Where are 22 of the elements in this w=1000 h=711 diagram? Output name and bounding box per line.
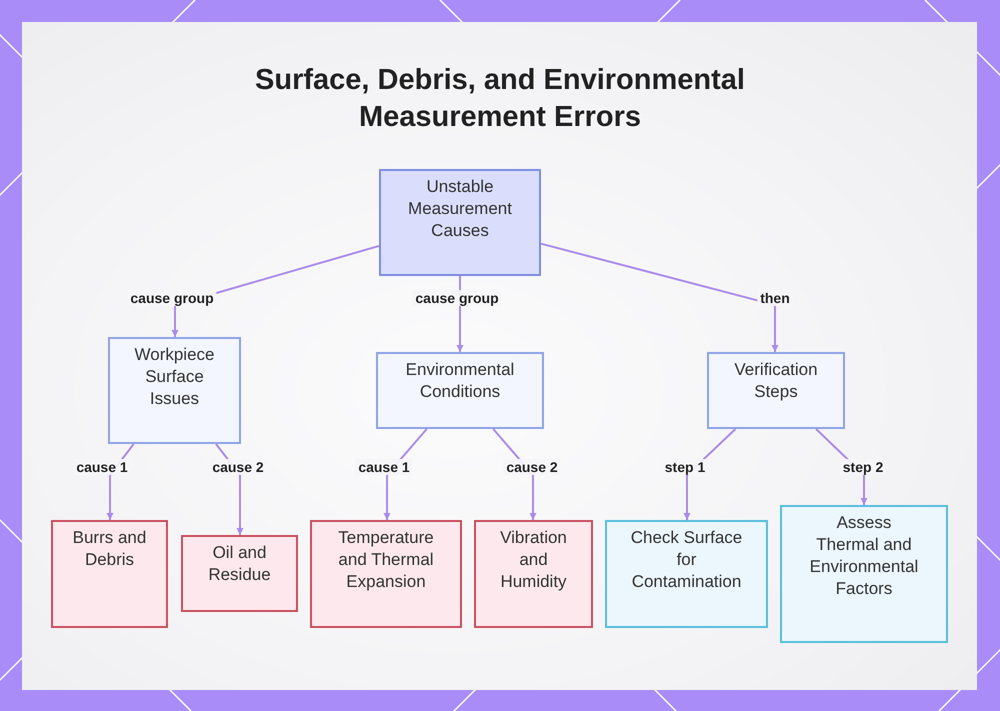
category-box: [108, 337, 241, 444]
cause-box: [474, 520, 593, 628]
topic-box: [379, 169, 541, 276]
cause-box: [181, 535, 298, 612]
box-label: Vibration and Humidity: [499, 527, 568, 593]
box-label: Assess Thermal and Environmental Factors: [808, 512, 920, 600]
box-label: Check Surface for Contamination: [630, 527, 744, 593]
arrow: [540, 242, 778, 352]
cause-box: [310, 520, 462, 628]
box-label: Burrs and Debris: [72, 527, 148, 571]
category-box: [376, 352, 544, 429]
box-label: Unstable Measurement Causes: [407, 176, 513, 242]
cause-box: [51, 520, 168, 628]
diagram-title: Surface, Debris, and Environmental Measurement Errors: [254, 63, 746, 135]
box-label: Verification Steps: [733, 359, 819, 403]
box-label: Environmental Conditions: [404, 359, 516, 403]
step-box: [605, 520, 768, 628]
step-box: [780, 505, 948, 643]
category-box: [707, 352, 845, 429]
box-label: Temperature and Thermal Expansion: [337, 527, 435, 593]
box-label: Oil and Residue: [207, 542, 272, 586]
box-label: Workpiece Surface Issues: [134, 344, 216, 410]
